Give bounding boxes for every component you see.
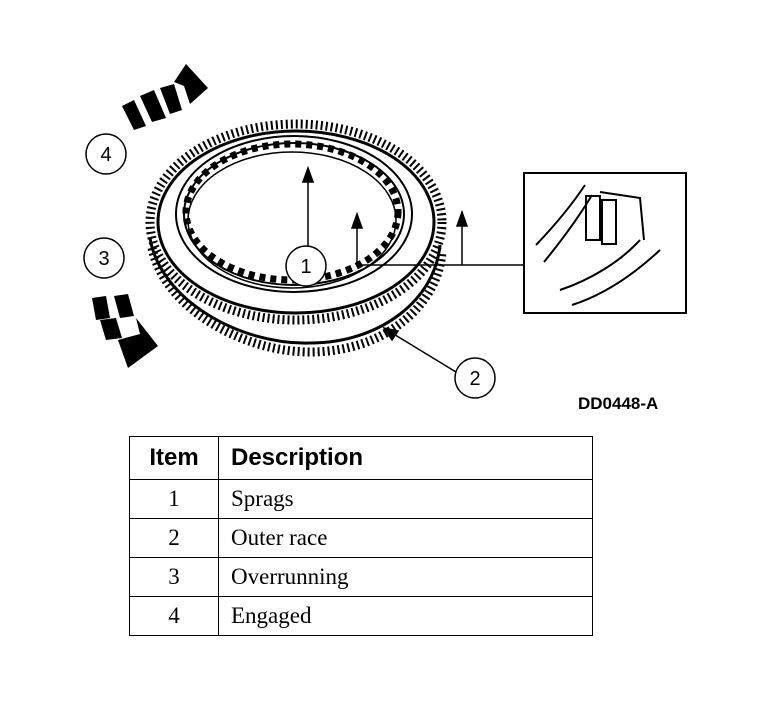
table-row: 2 Outer race [129,518,593,558]
svg-text:4: 4 [100,144,111,166]
callout-3: 3 [83,237,125,279]
row-description: Engaged [218,596,593,636]
leader-lines [301,165,524,373]
row-item: 1 [129,479,219,519]
header-item: Item [129,436,219,480]
callout-2: 2 [454,357,496,399]
row-item: 2 [129,518,219,558]
header-description: Description [218,436,593,480]
ring-illustration [145,119,447,357]
rotation-arrow-overrunning [92,294,158,368]
svg-text:2: 2 [469,368,480,390]
table-row: 3 Overrunning [129,557,593,597]
svg-text:1: 1 [300,256,311,278]
rotation-arrow-engaged [122,64,208,130]
row-description: Sprags [218,479,593,519]
detail-inset [523,172,687,314]
row-description: Outer race [218,518,593,558]
sprag-clutch-figure: 1 2 3 4 [83,64,687,399]
figure-id-label: DD0448-A [578,394,659,413]
callout-4: 4 [85,133,127,175]
row-description: Overrunning [218,557,593,597]
legend-table: Item Description 1 Sprags 2 Outer race 3… [129,436,593,636]
row-item: 3 [129,557,219,597]
svg-text:3: 3 [98,248,109,270]
table-row: 4 Engaged [129,596,593,636]
callout-1: 1 [285,245,327,287]
legend-header-row: Item Description [129,436,593,480]
row-item: 4 [129,596,219,636]
table-row: 1 Sprags [129,479,593,519]
